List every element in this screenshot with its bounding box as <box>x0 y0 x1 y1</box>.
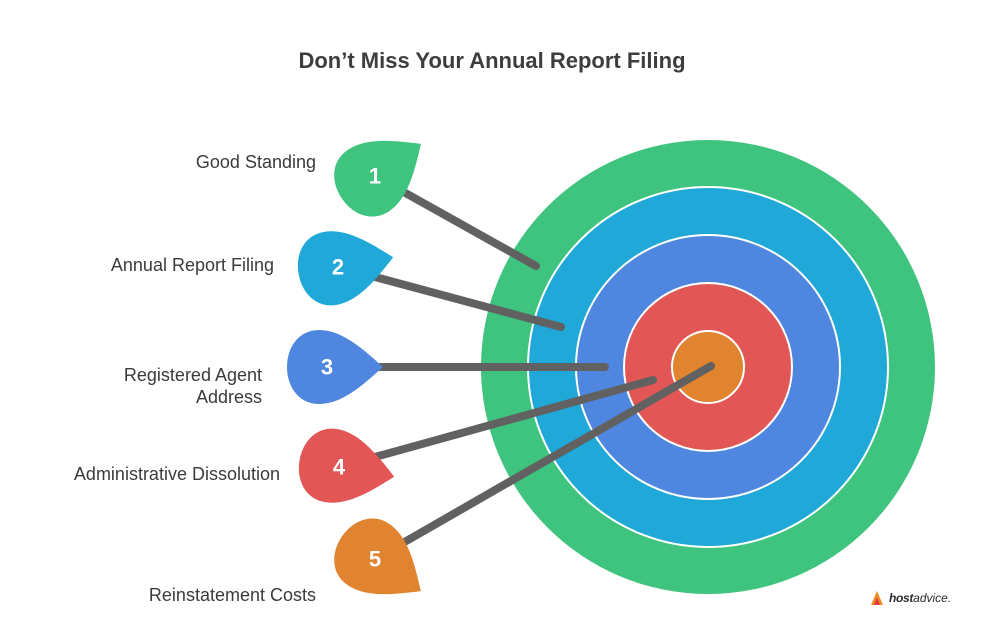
dart-head-shape-1 <box>334 140 421 217</box>
dart-number-4: 4 <box>333 455 346 480</box>
dart-head-5: 5 <box>334 518 421 595</box>
dart-number-3: 3 <box>321 355 333 380</box>
dart-label-3: Registered Agent Address <box>123 365 262 407</box>
dart-label-4: Administrative Dissolution <box>73 464 280 484</box>
hostadvice-logo-icon <box>871 591 883 605</box>
dart-shaft-5 <box>371 362 715 563</box>
dart-label-1: Good Standing <box>195 152 316 172</box>
dart-number-2: 2 <box>332 255 344 280</box>
logo-text-light: advice. <box>913 591 952 605</box>
dart-label-5: Reinstatement Costs <box>148 585 316 605</box>
dart-number-1: 1 <box>369 164 381 189</box>
dart-head-1: 1 <box>334 140 421 217</box>
dart-head-4: 4 <box>298 428 395 503</box>
dart-heads: 1 2 3 4 5 <box>287 140 421 595</box>
dart-number-5: 5 <box>369 547 381 572</box>
logo-text-bold: host <box>889 591 914 605</box>
dart-head-2: 2 <box>297 231 394 306</box>
dart-head-shape-2 <box>297 231 394 306</box>
page-title: Don’t Miss Your Annual Report Filing <box>298 48 686 73</box>
dart-head-shape-3 <box>287 330 383 404</box>
dart-label-2: Annual Report Filing <box>110 255 274 275</box>
dart-head-3: 3 <box>287 330 383 404</box>
dart-head-shape-4 <box>298 428 395 503</box>
dart-head-shape-5 <box>334 518 421 595</box>
dart-shaft-4 <box>335 376 657 471</box>
